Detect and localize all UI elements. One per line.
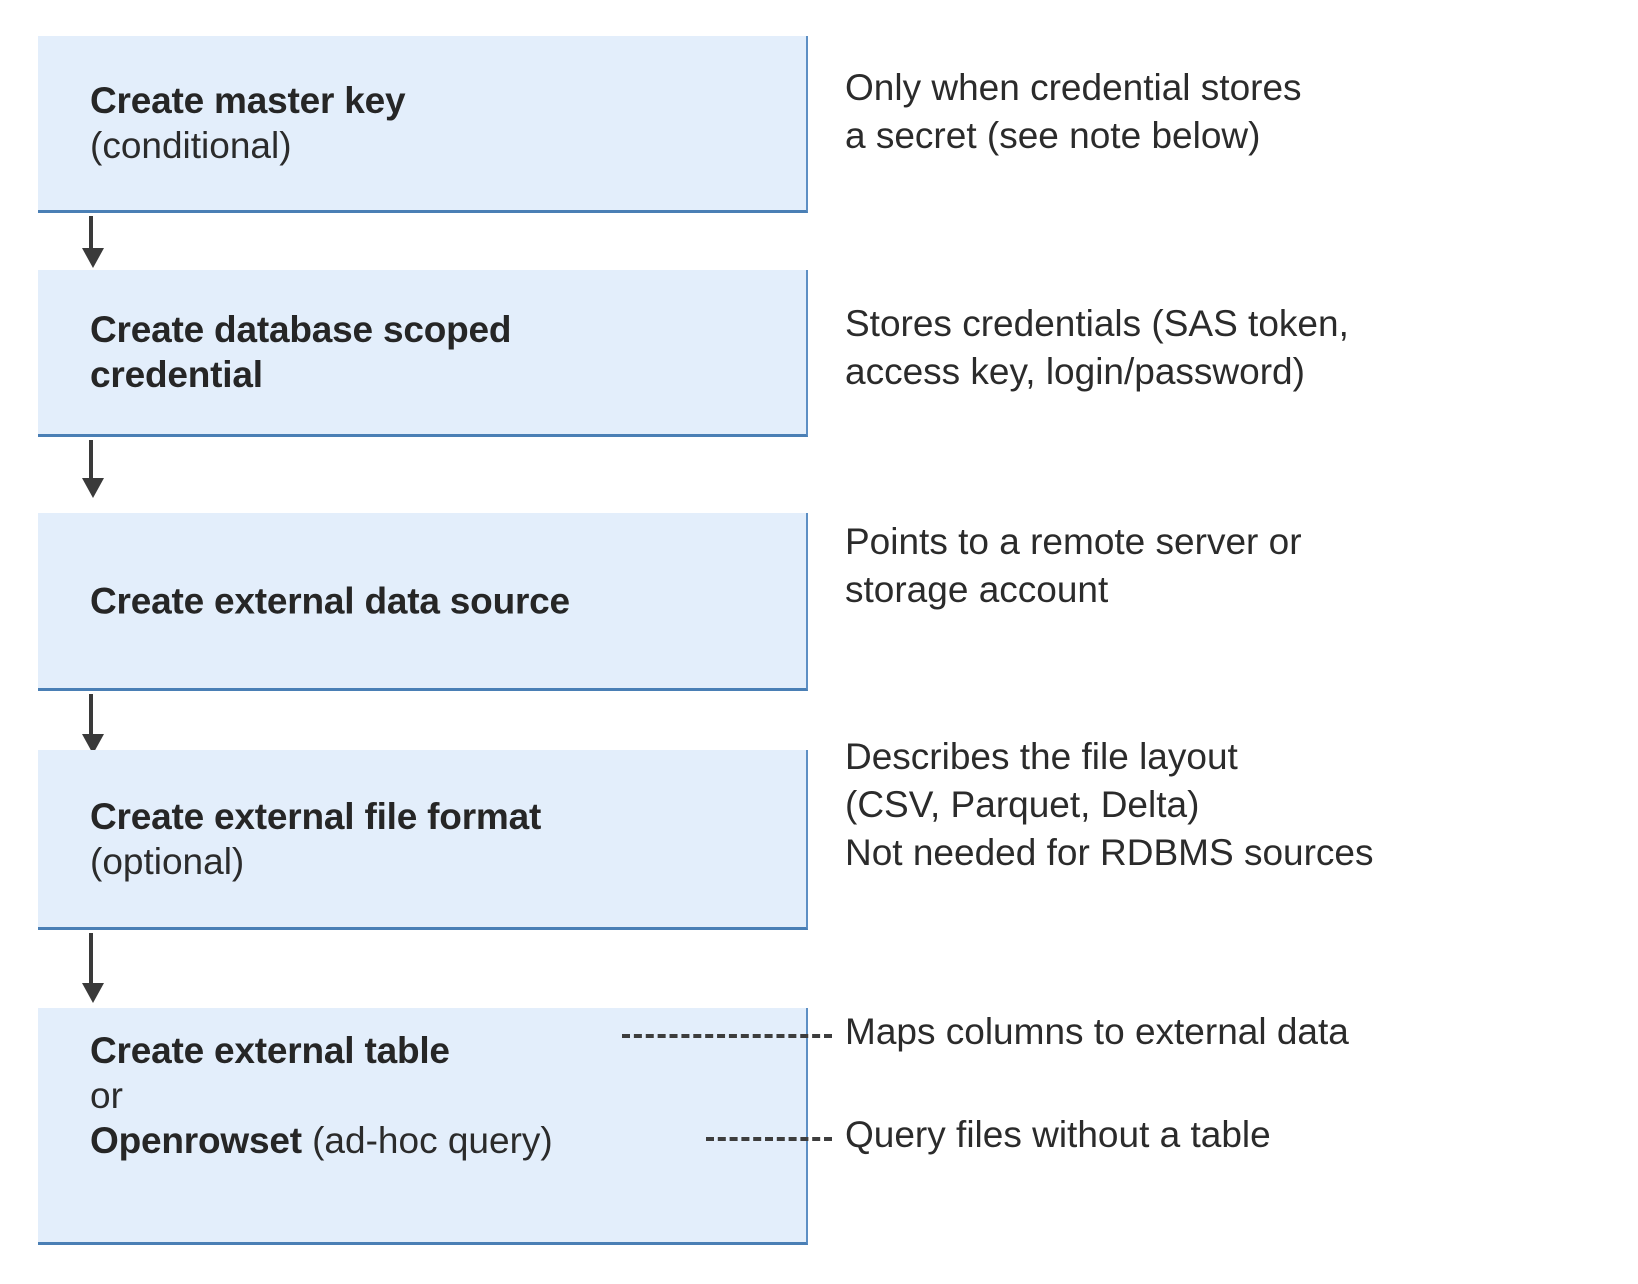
- step-box-create-external-data-source[interactable]: Create external data source: [38, 513, 808, 691]
- step-title: Create external data source: [90, 579, 570, 621]
- dashed-connector-external-table: [622, 1034, 832, 1038]
- description-line: Stores credentials (SAS token,: [845, 303, 1349, 344]
- arrow-step3-to-step4: [82, 694, 104, 756]
- step-subtitle: (optional): [90, 840, 245, 882]
- step-alt-suffix: [302, 1120, 312, 1161]
- arrow-step2-to-step3: [82, 440, 104, 500]
- step-description-create-master-key: Only when credential stores a secret (se…: [845, 64, 1302, 160]
- arrow-step4-to-step5: [82, 933, 104, 1005]
- step-description-create-database-scoped-credential: Stores credentials (SAS token, access ke…: [845, 300, 1349, 396]
- description-line: Maps columns to external data: [845, 1011, 1349, 1052]
- step-box-create-database-scoped-credential[interactable]: Create database scoped credential: [38, 270, 808, 437]
- step-box-content: Create external data source: [90, 578, 796, 623]
- step-box-create-external-table-or-openrowset[interactable]: Create external table or Openrowset (ad-…: [38, 1008, 808, 1245]
- description-line: Describes the file layout: [845, 736, 1238, 777]
- dashed-connector-openrowset: [706, 1137, 832, 1141]
- step-or-label: or: [90, 1075, 123, 1117]
- step-description-create-external-file-format: Describes the file layout (CSV, Parquet,…: [845, 733, 1374, 877]
- arrow-step1-to-step2: [82, 216, 104, 268]
- step-title: Create external file format: [90, 795, 542, 837]
- step-description-openrowset: Query files without a table: [845, 1111, 1271, 1159]
- step-alt-title-row: Openrowset (ad-hoc query): [90, 1118, 796, 1163]
- description-line: a secret (see note below): [845, 115, 1261, 157]
- step-title-line2: credential: [90, 354, 263, 395]
- step-box-content: Create external file format (optional): [90, 793, 796, 883]
- step-title-line1: Create database scoped: [90, 308, 512, 350]
- step-description-external-table: Maps columns to external data: [845, 1008, 1349, 1056]
- step-box-content: Create master key (conditional): [90, 78, 796, 168]
- description-line: access key, login/password): [845, 351, 1305, 393]
- description-line: storage account: [845, 569, 1109, 611]
- step-description-create-external-data-source: Points to a remote server or storage acc…: [845, 518, 1302, 614]
- step-box-content: Create external table or Openrowset (ad-…: [90, 1028, 796, 1163]
- step-alt-title: Openrowset: [90, 1120, 302, 1162]
- step-box-content: Create database scoped credential: [90, 307, 796, 397]
- description-line: Points to a remote server or: [845, 521, 1302, 562]
- description-line: Not needed for RDBMS sources: [845, 832, 1374, 874]
- step-title: Create external table: [90, 1030, 450, 1071]
- step-box-create-external-file-format[interactable]: Create external file format (optional): [38, 750, 808, 930]
- step-alt-suffix-text: (ad-hoc query): [312, 1120, 553, 1162]
- description-line: Only when credential stores: [845, 67, 1302, 108]
- step-title: Create master key: [90, 79, 406, 121]
- step-box-create-master-key[interactable]: Create master key (conditional): [38, 36, 808, 213]
- step-subtitle: (conditional): [90, 125, 292, 166]
- description-line: Query files without a table: [845, 1114, 1271, 1155]
- description-line: (CSV, Parquet, Delta): [845, 784, 1200, 826]
